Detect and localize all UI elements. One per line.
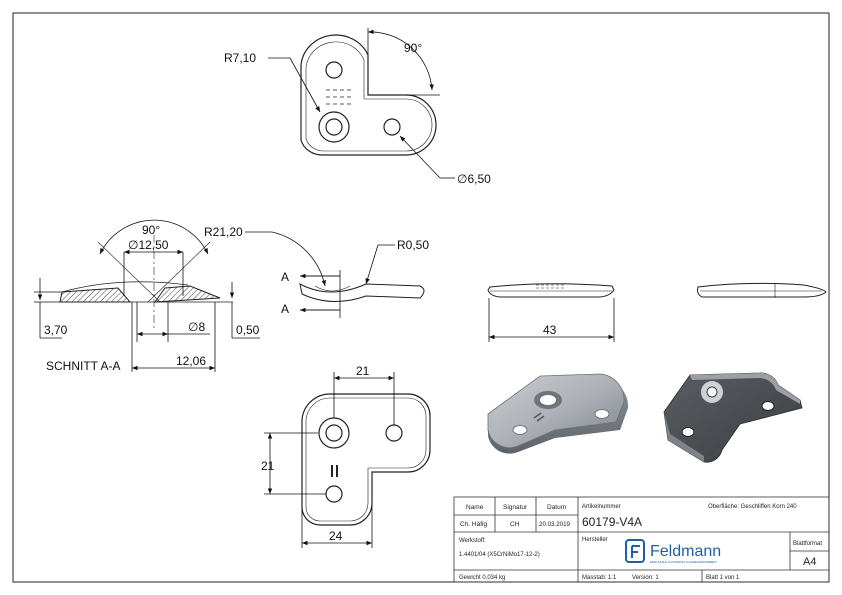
tb-value-name: Ch. Häfig (460, 521, 487, 528)
top-hole-right (383, 118, 401, 136)
bottom-hole-right (385, 424, 403, 442)
side-radius-small-label: R0,50 (397, 238, 429, 252)
section-step-label: 0,50 (236, 323, 260, 337)
section-dimensions (34, 219, 260, 372)
section-hole-label: ∅8 (188, 320, 205, 334)
side-view-body (299, 283, 425, 303)
tb-value-version: Version: 1 (632, 575, 659, 581)
title-block (453, 496, 830, 583)
bottom-view-dimensions (264, 372, 395, 548)
side-view-dimensions (245, 231, 395, 318)
front-view-body (487, 283, 615, 298)
feldmann-logo: Feldmann EDELSTAHL KAUFMANN SCHWEISSERAR… (625, 539, 721, 564)
side-view (299, 283, 425, 303)
render-top-3d (487, 373, 629, 454)
tb-header-material: Werkstoff: (459, 538, 486, 544)
front-view (487, 283, 615, 298)
bottom-view-outline (301, 393, 431, 526)
right-view-body (697, 282, 827, 298)
tb-value-signature: CH (510, 521, 520, 528)
bottom-hole-lower (325, 485, 343, 503)
section-view (59, 235, 233, 330)
tb-header-sheet-format: Blattformat (793, 541, 822, 547)
top-view-dimensions (268, 28, 455, 179)
right-view (697, 282, 827, 298)
bottom-hole-countersunk-inner (325, 424, 343, 442)
tb-value-material: 1.4401/04 (X5CrNiMo17-12-2) (459, 552, 540, 558)
front-length-label: 43 (543, 323, 557, 337)
logo-tagline-text: EDELSTAHL KAUFMANN SCHWEISSERARBEIT (650, 560, 717, 564)
tb-value-scale: Masstab: 1:1 (582, 575, 617, 581)
bottom-view (301, 393, 431, 526)
tb-header-name: Name (466, 504, 484, 511)
cut-label-bottom: A (281, 302, 289, 316)
tb-value-sheet: Blatt 1 von 1 (706, 575, 740, 581)
section-right-part (153, 285, 221, 303)
top-angle-label: 90° (404, 41, 422, 55)
bottom-width-top-label: 21 (356, 364, 370, 378)
section-thickness-label: 3,70 (44, 323, 68, 337)
tb-header-article-number: Artikelnummer (582, 504, 621, 510)
section-countersink-label: ∅12,50 (128, 238, 169, 252)
top-hole-label: ∅6,50 (457, 172, 491, 186)
bottom-height-label: 21 (261, 459, 275, 473)
top-hole-countersunk-inner (325, 118, 343, 136)
logo-brand-text: Feldmann (650, 543, 721, 560)
tb-value-weight: Gewicht 0,034 kg (459, 575, 505, 581)
top-view-outline (300, 34, 437, 156)
front-view-dimensions (488, 298, 615, 342)
tb-header-surface: Oberfläche: Geschliffen Korn 240 (708, 504, 797, 510)
section-offset-label: 12,06 (176, 354, 206, 368)
drawing-border (12, 12, 830, 583)
tb-header-manufacturer: Hersteller (582, 537, 608, 543)
side-radius-large-label: R21,20 (204, 225, 243, 239)
bottom-view-inner-outline (305, 397, 427, 522)
section-title: SCHNITT A-A (46, 359, 120, 373)
cut-label-top: A (281, 270, 289, 284)
top-hole-countersunk-outer (318, 111, 350, 143)
tb-header-signature: Signatur (503, 504, 528, 511)
tb-value-sheet-format: A4 (803, 556, 816, 568)
top-radius-label: R7,10 (224, 51, 256, 65)
top-hole-upper (325, 61, 343, 79)
section-angle-label: 90° (142, 223, 160, 237)
render-bottom-3d (663, 372, 803, 463)
tb-value-article-number: 60179-V4A (582, 515, 642, 529)
bottom-width-bottom-label: 24 (329, 529, 343, 543)
top-view-inner-outline (305, 41, 433, 152)
top-view (300, 34, 437, 156)
tb-header-date: Datum (547, 504, 566, 511)
tb-value-date: 20.03.2019 (539, 521, 571, 528)
bottom-hole-countersunk-outer (318, 417, 350, 449)
